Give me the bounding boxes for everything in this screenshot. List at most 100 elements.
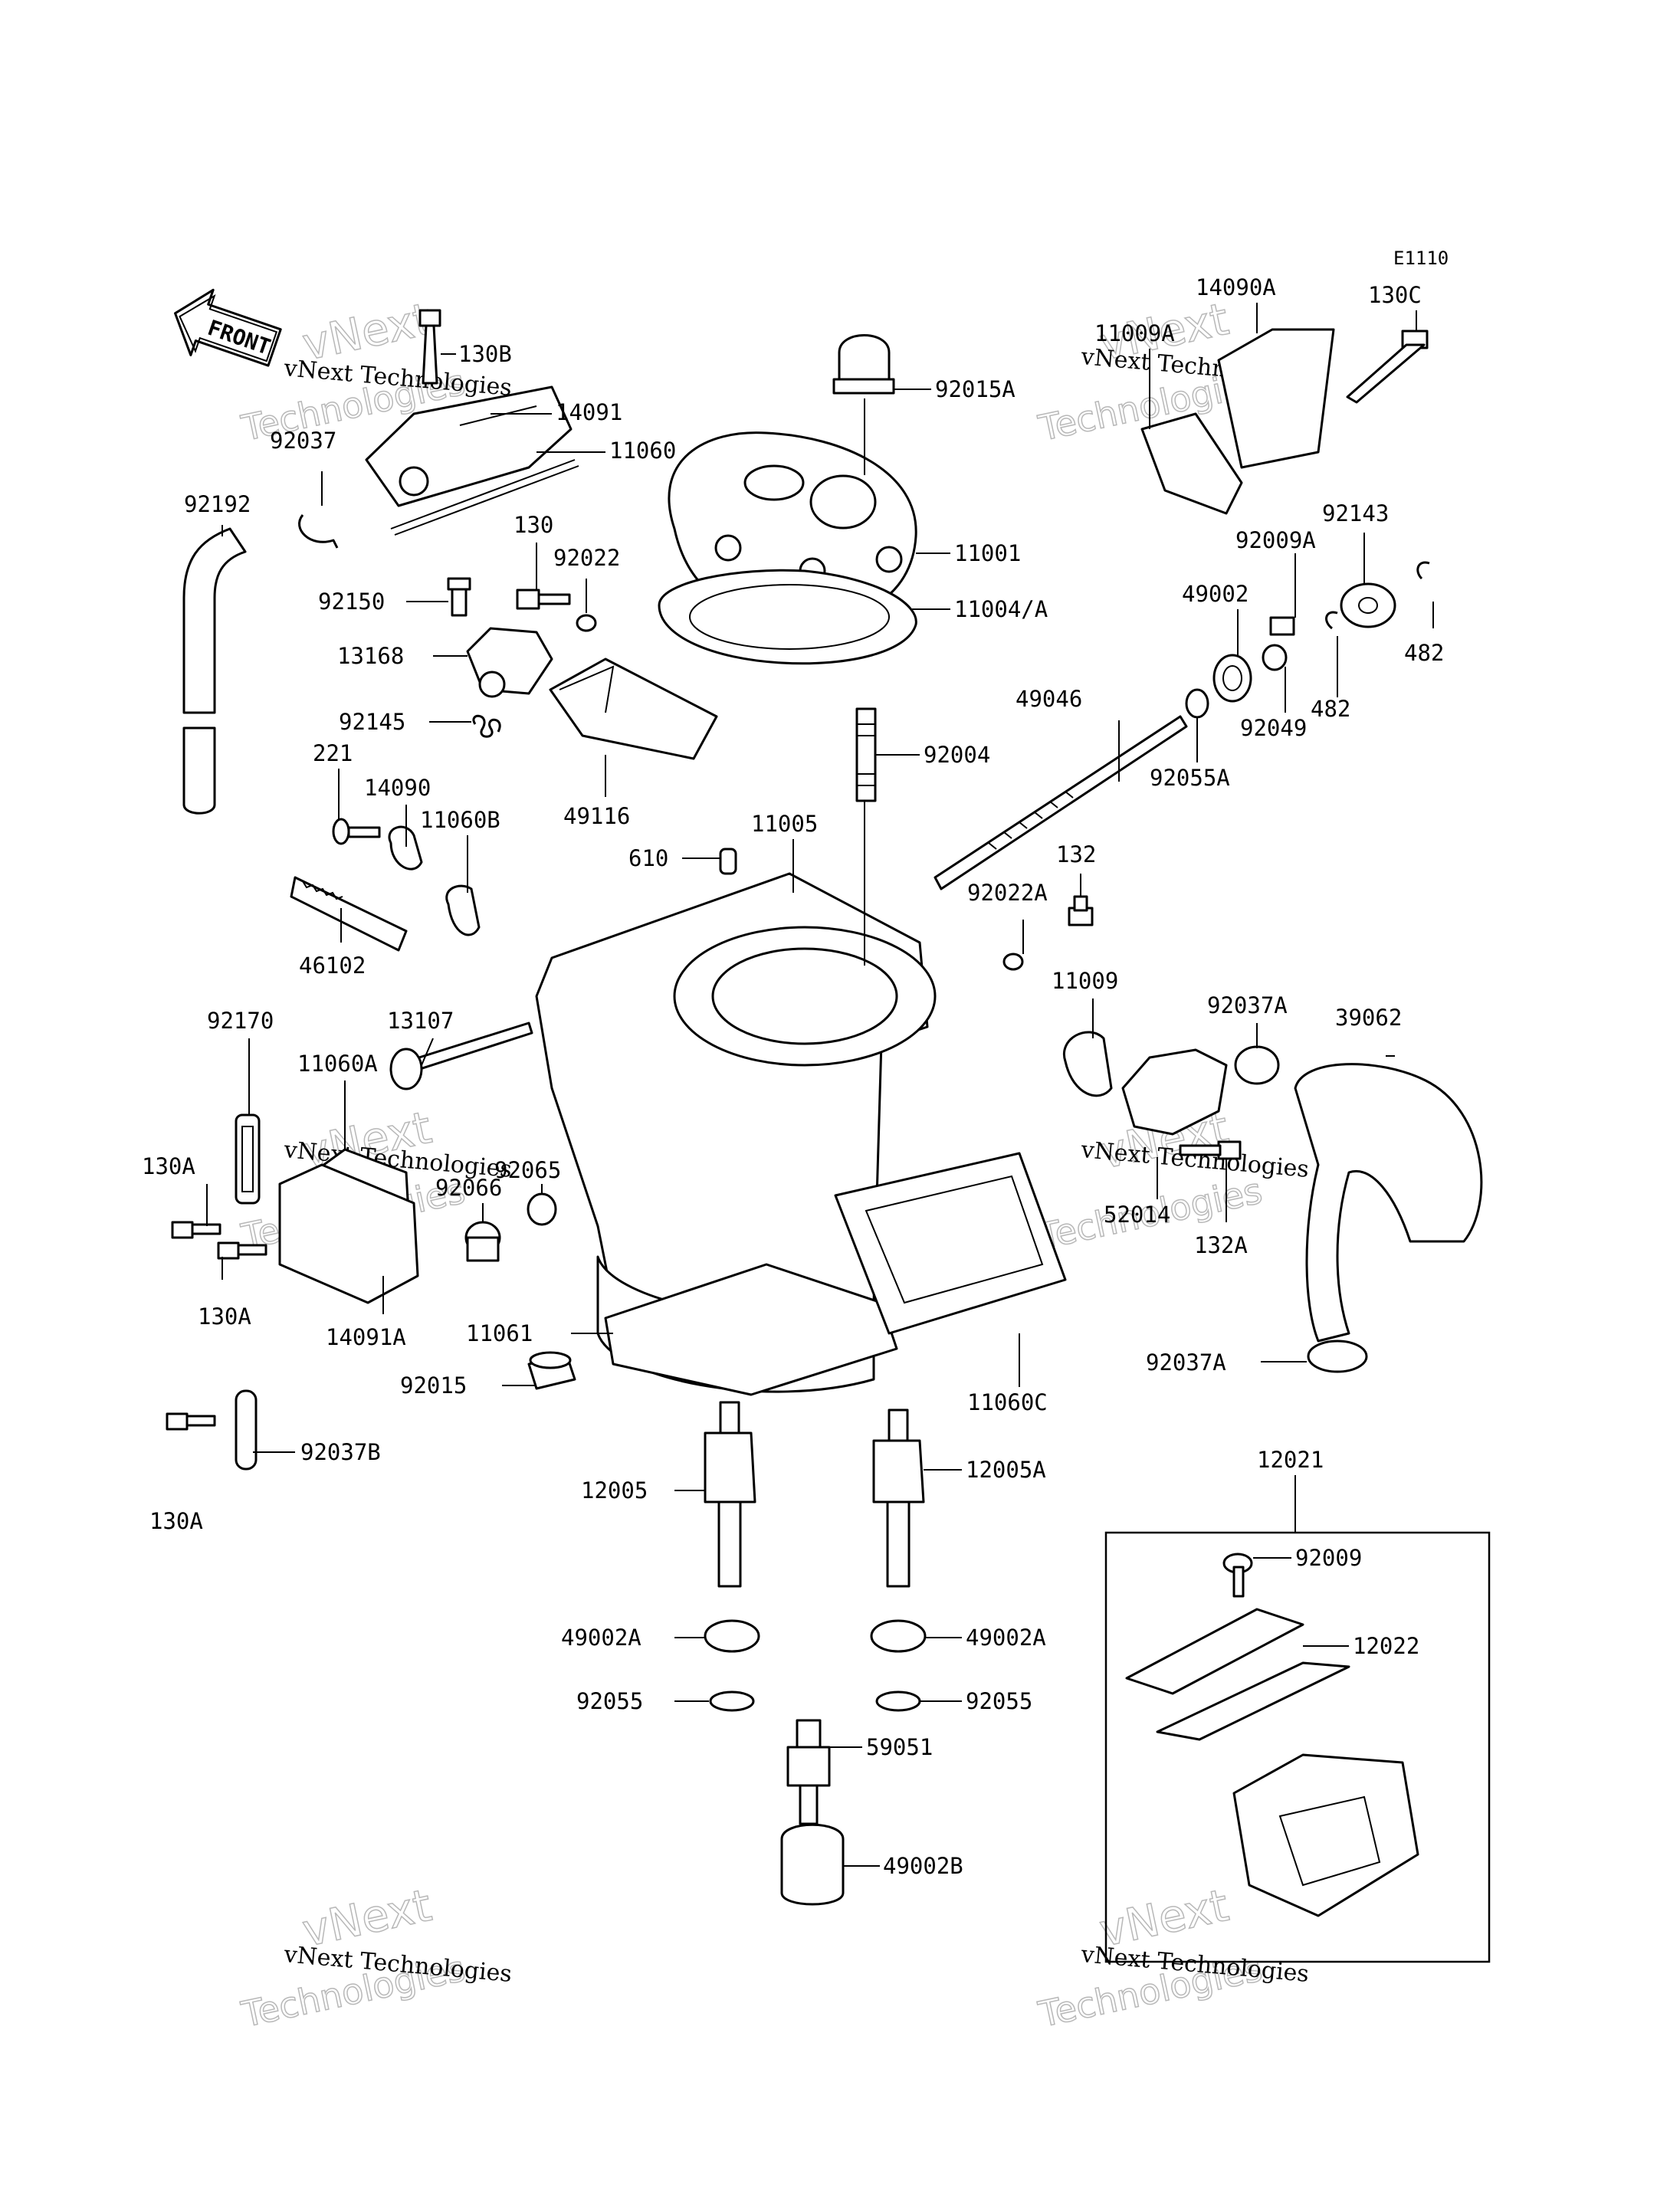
label-59051: 59051 bbox=[866, 1734, 933, 1760]
collar-92009a-icon bbox=[1269, 616, 1295, 636]
label-130a-1: 130A bbox=[142, 1153, 195, 1179]
o-ring-92055-icon bbox=[709, 1690, 755, 1712]
reed-valve-inset-box bbox=[1104, 1531, 1491, 1963]
label-11005: 11005 bbox=[751, 811, 818, 837]
bolt-132a-icon bbox=[1179, 1140, 1242, 1160]
label-92004: 92004 bbox=[924, 742, 990, 768]
reed-valve-body-12021-icon bbox=[1232, 1753, 1419, 1917]
label-49002a-left: 49002A bbox=[561, 1625, 641, 1651]
collar-92066-icon bbox=[464, 1221, 501, 1262]
label-46102: 46102 bbox=[299, 953, 366, 979]
governor-12005-icon bbox=[704, 1401, 756, 1588]
clamp-92037a-icon bbox=[1307, 1340, 1368, 1373]
label-12022: 12022 bbox=[1353, 1633, 1419, 1659]
label-11009: 11009 bbox=[1052, 968, 1118, 994]
label-92066: 92066 bbox=[435, 1175, 502, 1201]
gasket-11060c-icon bbox=[834, 1152, 1067, 1335]
label-92022: 92022 bbox=[553, 545, 620, 571]
valve-49116-icon bbox=[549, 657, 718, 760]
bolt-92150-icon bbox=[447, 577, 471, 617]
label-13168: 13168 bbox=[337, 643, 404, 669]
cover-14091-icon bbox=[365, 385, 573, 507]
bolt-130a-icon bbox=[166, 1412, 216, 1431]
label-92015a: 92015A bbox=[935, 376, 1016, 402]
spring-92145-icon bbox=[472, 714, 501, 738]
cover-14090a-icon bbox=[1217, 328, 1335, 469]
label-221: 221 bbox=[313, 740, 353, 766]
governor-12005a-icon bbox=[872, 1408, 925, 1588]
part-labels: 130B 14091 11060 92037 92192 92015A 1100… bbox=[142, 274, 1444, 1879]
gear-59051-icon bbox=[786, 1719, 831, 1825]
label-12005: 12005 bbox=[581, 1477, 648, 1503]
label-39062: 39062 bbox=[1335, 1005, 1402, 1031]
label-610: 610 bbox=[628, 845, 668, 871]
leader-lines bbox=[206, 303, 1434, 1867]
label-92145: 92145 bbox=[339, 709, 405, 735]
rack-46102-icon bbox=[290, 876, 408, 952]
cap-nut-92015a-icon bbox=[832, 334, 895, 395]
label-12005a: 12005A bbox=[966, 1457, 1046, 1483]
bolt-130b-icon bbox=[418, 309, 441, 385]
label-92055a: 92055A bbox=[1150, 765, 1230, 791]
label-130a-2: 130A bbox=[198, 1303, 251, 1330]
label-49002a-right: 49002A bbox=[966, 1625, 1046, 1651]
gasket-11060-icon bbox=[390, 459, 579, 536]
watermark-bottom-right: vNext Technologies vNext Technologies bbox=[1034, 1878, 1310, 2036]
label-92009: 92009 bbox=[1295, 1545, 1362, 1571]
shaft-49046-icon bbox=[934, 715, 1188, 890]
label-49046: 49046 bbox=[1016, 686, 1082, 712]
nut-92015-icon bbox=[527, 1351, 576, 1390]
watermark-bottom-left: vNext Technologies vNext Technologies bbox=[237, 1878, 513, 2036]
label-11060b: 11060B bbox=[420, 807, 500, 833]
cap-49002b-icon bbox=[780, 1823, 845, 1906]
label-11009a: 11009A bbox=[1094, 320, 1175, 346]
label-14090a: 14090A bbox=[1196, 274, 1276, 300]
label-132: 132 bbox=[1056, 841, 1096, 867]
diagram-code: E1110 bbox=[1393, 248, 1449, 269]
dowel-pin-610-icon bbox=[719, 848, 737, 875]
label-49002b: 49002B bbox=[883, 1853, 963, 1879]
label-92009a: 92009A bbox=[1235, 527, 1316, 553]
label-11061: 11061 bbox=[466, 1320, 533, 1346]
washer-92022a-icon bbox=[1002, 953, 1024, 971]
label-92192: 92192 bbox=[184, 491, 251, 517]
label-130a-3: 130A bbox=[149, 1508, 203, 1534]
plate-14090-icon bbox=[388, 825, 423, 871]
label-49002: 49002 bbox=[1182, 581, 1249, 607]
clamp-92037-icon bbox=[298, 514, 339, 549]
hose-92192-icon bbox=[182, 527, 247, 815]
label-130b: 130B bbox=[458, 341, 512, 367]
clamp-92037a-icon bbox=[1234, 1045, 1280, 1085]
clip-482-icon bbox=[1416, 561, 1430, 580]
washer-92049-icon bbox=[1262, 644, 1288, 671]
label-92015: 92015 bbox=[400, 1372, 467, 1399]
label-132a: 132A bbox=[1194, 1232, 1248, 1258]
clip-482-icon bbox=[1325, 611, 1338, 630]
label-482-center: 482 bbox=[1311, 696, 1350, 722]
label-92037: 92037 bbox=[270, 428, 336, 454]
label-92049: 92049 bbox=[1240, 715, 1307, 741]
label-92055-right: 92055 bbox=[966, 1688, 1032, 1714]
label-49116: 49116 bbox=[563, 803, 630, 829]
label-92143: 92143 bbox=[1322, 500, 1389, 526]
o-ring-92055-icon bbox=[875, 1690, 921, 1712]
bolt-130a-icon bbox=[217, 1241, 267, 1260]
clamp-92037b-icon bbox=[235, 1389, 258, 1471]
screw-221-icon bbox=[332, 818, 381, 845]
bushing-49002-icon bbox=[1212, 654, 1252, 703]
washer-92065-icon bbox=[527, 1192, 557, 1226]
cylinder-base-gasket-11061-icon bbox=[604, 1263, 898, 1396]
label-14091a: 14091A bbox=[326, 1324, 406, 1350]
gasket-11009-icon bbox=[1062, 1031, 1113, 1097]
washer-92022-icon bbox=[576, 614, 597, 632]
label-52014: 52014 bbox=[1104, 1202, 1170, 1228]
cap-92143-icon bbox=[1340, 582, 1396, 628]
label-92170: 92170 bbox=[207, 1008, 274, 1034]
valve-holder-13168-icon bbox=[466, 627, 553, 698]
joint-52014-icon bbox=[1121, 1048, 1228, 1136]
link-92170-icon bbox=[235, 1113, 261, 1205]
front-arrow-icon: FRONT bbox=[174, 288, 282, 367]
bushing-49002a-icon bbox=[704, 1619, 760, 1653]
o-ring-92055a-icon bbox=[1185, 688, 1209, 719]
label-11001: 11001 bbox=[954, 540, 1021, 566]
